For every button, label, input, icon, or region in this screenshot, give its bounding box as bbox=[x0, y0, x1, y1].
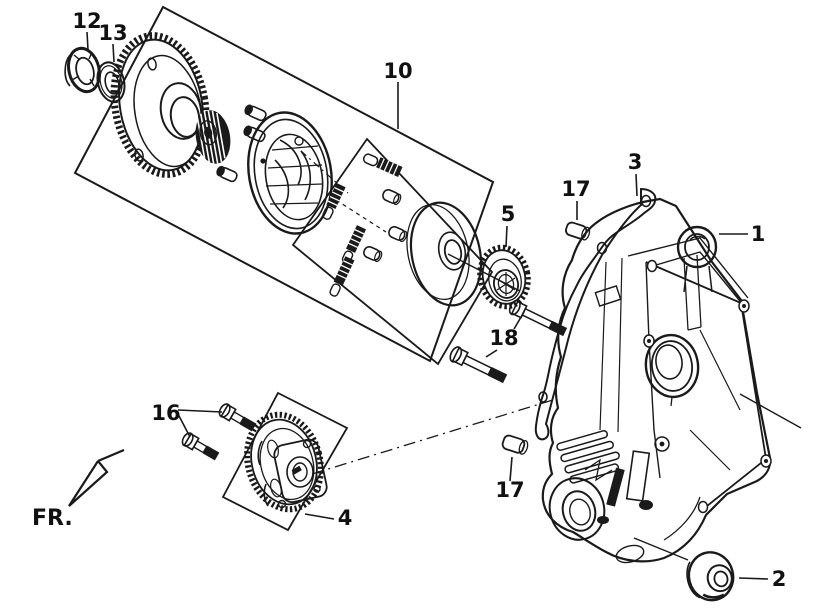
part-label-1: 1 bbox=[751, 222, 766, 246]
part-label-10: 10 bbox=[383, 59, 412, 83]
part-label-2: 2 bbox=[772, 567, 787, 591]
bearing-12 bbox=[64, 46, 101, 94]
crankcase-right-cover bbox=[541, 197, 772, 564]
roller-plugs bbox=[216, 104, 267, 183]
part-label-12: 12 bbox=[72, 9, 101, 33]
pump-centerline bbox=[311, 398, 557, 475]
part-label-18: 18 bbox=[489, 326, 518, 350]
clutch-springs-rollers bbox=[300, 150, 408, 297]
pump-bolt-16-upper bbox=[218, 403, 257, 432]
rubber-bushing-2 bbox=[686, 551, 735, 602]
needle-bearing bbox=[195, 110, 231, 165]
axis-line-left bbox=[447, 253, 521, 292]
pump-bolt-16-lower bbox=[181, 432, 220, 461]
drive-plate bbox=[406, 201, 483, 307]
axis-line-right bbox=[739, 393, 802, 429]
bearing-boss-1 bbox=[676, 225, 718, 293]
one-way-clutch-housing bbox=[247, 111, 333, 235]
starter-driven-gear bbox=[110, 32, 210, 178]
part-label-17-top: 17 bbox=[561, 177, 590, 201]
flange-bolt-18-upper bbox=[508, 299, 568, 337]
part-label-3: 3 bbox=[628, 150, 643, 174]
part-label-17-bottom: 17 bbox=[495, 478, 524, 502]
front-direction-label: FR. bbox=[32, 506, 73, 531]
oil-pump-box-outline bbox=[221, 391, 349, 532]
gasket-3 bbox=[534, 187, 657, 441]
flange-bolt-18-lower bbox=[449, 346, 508, 384]
bushing-leader-line bbox=[633, 537, 689, 561]
part-label-16: 16 bbox=[151, 401, 180, 425]
assembly-box-outline bbox=[73, 5, 495, 363]
oil-pump-assembly bbox=[244, 411, 328, 513]
spring-kit-box-outline bbox=[291, 137, 494, 366]
callout-leader-lines bbox=[86, 31, 769, 580]
dowel-pin-17-bottom bbox=[501, 434, 529, 455]
part-label-5: 5 bbox=[501, 202, 516, 226]
front-direction-arrow bbox=[68, 448, 125, 507]
part-label-13: 13 bbox=[98, 21, 127, 45]
part-label-4: 4 bbox=[338, 506, 353, 530]
dowel-pin-17-top bbox=[565, 221, 591, 241]
drive-gear-5 bbox=[477, 244, 531, 310]
